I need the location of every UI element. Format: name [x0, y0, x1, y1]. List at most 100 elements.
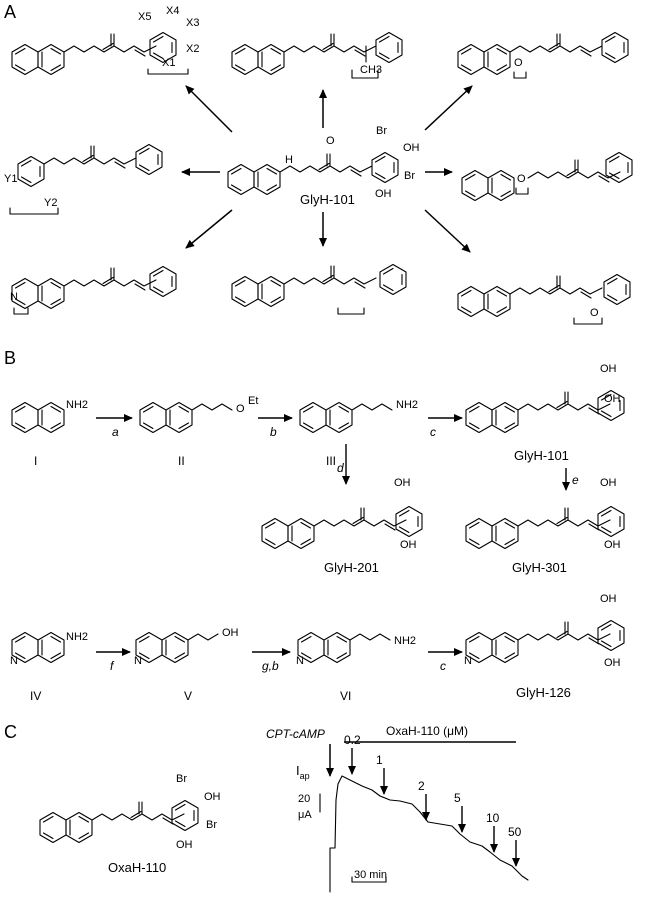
- svg-text:OH: OH: [400, 539, 417, 551]
- svg-text:II: II: [178, 454, 185, 468]
- stimulus-label: CPT-cAMP: [266, 727, 325, 741]
- svg-text:NH2: NH2: [394, 635, 416, 647]
- trace-line: [329, 775, 529, 893]
- svg-text:Y2: Y2: [44, 197, 57, 209]
- svg-text:Br: Br: [376, 125, 387, 137]
- concentration-label: 1: [376, 753, 383, 767]
- svg-text:OH: OH: [604, 539, 621, 551]
- svg-text:VI: VI: [340, 689, 351, 703]
- analog-hydrazine: [231, 263, 407, 315]
- oxah-110-label: OxaH-110: [108, 860, 166, 875]
- reagent-c: c: [430, 425, 436, 439]
- analog-arrows: [181, 85, 473, 253]
- svg-text:Br: Br: [176, 773, 187, 785]
- analog-hydrazide: O: [457, 273, 631, 325]
- compound-glyh-301: OH OH GlyH-301: [465, 477, 625, 575]
- analog-ether: O: [461, 151, 633, 202]
- svg-text:OH: OH: [604, 657, 621, 669]
- svg-text:X3: X3: [186, 17, 199, 29]
- svg-text:GlyH-126: GlyH-126: [516, 685, 571, 700]
- compound-glyh-101: OH OH GlyH-101: [465, 363, 625, 463]
- svg-text:OH: OH: [604, 393, 621, 405]
- compound-iii: NH2 III: [299, 399, 418, 468]
- compound-iv: N NH2 IV: [10, 631, 88, 703]
- reagent-c-2: c: [440, 659, 446, 673]
- svg-text:O: O: [236, 403, 245, 415]
- svg-text:OH: OH: [222, 627, 239, 639]
- scale-current-value: 20: [298, 793, 310, 805]
- svg-text:OH: OH: [403, 142, 420, 154]
- drug-bar-label: OxaH-110 (μM): [386, 724, 468, 738]
- svg-text:V: V: [184, 689, 192, 703]
- svg-text:III: III: [326, 454, 336, 468]
- svg-text:GlyH-201: GlyH-201: [324, 560, 379, 575]
- svg-text:X5: X5: [138, 11, 151, 23]
- svg-text:OH: OH: [600, 593, 617, 605]
- reagent-e: e: [572, 473, 579, 487]
- analog-oxamide: O: [457, 31, 629, 79]
- svg-text:OH: OH: [600, 477, 617, 489]
- svg-text:N: N: [464, 655, 472, 667]
- concentration-label: 0.2: [344, 733, 361, 747]
- scale-time: 30 min: [354, 869, 387, 881]
- analog-x-substituted: X5 X4 X3 X2 X1: [11, 5, 199, 76]
- svg-text:NH2: NH2: [66, 631, 88, 643]
- compound-v: N OH V: [134, 627, 239, 703]
- scale-current-unit: μA: [298, 809, 312, 821]
- compound-i: NH2 I: [11, 399, 88, 468]
- svg-text:Et: Et: [248, 395, 258, 407]
- concentration-label: 50: [508, 825, 522, 839]
- svg-text:OH: OH: [375, 188, 392, 200]
- concentration-label: 5: [454, 791, 461, 805]
- compound-ii: O Et II: [139, 395, 258, 468]
- svg-text:GlyH-301: GlyH-301: [512, 560, 567, 575]
- svg-text:O: O: [590, 307, 599, 319]
- analog-methyl: CH3: [231, 31, 403, 79]
- analog-quinoline: N: [10, 265, 177, 315]
- svg-text:CH3: CH3: [360, 64, 382, 76]
- reagent-d: d: [337, 461, 344, 475]
- svg-text:GlyH-101: GlyH-101: [514, 448, 569, 463]
- svg-text:N: N: [296, 655, 304, 667]
- compound-vi: N NH2 VI: [296, 631, 416, 703]
- svg-text:N: N: [10, 655, 18, 667]
- svg-text:I: I: [34, 454, 37, 468]
- compound-oxah-110: Br OH Br OH: [39, 773, 221, 851]
- svg-text:N: N: [134, 655, 142, 667]
- svg-text:Y1: Y1: [4, 173, 17, 185]
- svg-text:Br: Br: [206, 819, 217, 831]
- svg-text:OH: OH: [600, 363, 617, 375]
- svg-text:OH: OH: [176, 839, 193, 851]
- svg-text:N: N: [10, 291, 18, 303]
- compound-glyh-126: N OH OH GlyH-126: [464, 593, 625, 700]
- reagent-a: a: [112, 425, 119, 439]
- svg-text:X1: X1: [162, 57, 175, 69]
- glyh-101-center-structure: H O Br OH Br OH: [227, 125, 420, 200]
- svg-text:NH2: NH2: [66, 399, 88, 411]
- svg-text:IV: IV: [30, 689, 41, 703]
- concentration-label: 2: [418, 779, 425, 793]
- svg-text:Br: Br: [404, 170, 415, 182]
- concentration-label: 10: [486, 811, 500, 825]
- svg-text:X4: X4: [166, 5, 179, 17]
- current-label: Iap: [296, 763, 310, 781]
- compound-glyh-201: OH OH GlyH-201: [261, 477, 423, 575]
- svg-text:NH2: NH2: [396, 399, 418, 411]
- svg-text:OH: OH: [204, 791, 221, 803]
- svg-text:H: H: [285, 154, 293, 166]
- panel-a-letter: A: [4, 2, 16, 22]
- svg-text:O: O: [517, 173, 526, 185]
- analog-y-substituted: Y1 Y2: [4, 143, 163, 215]
- glyh-101-label: GlyH-101: [300, 192, 355, 207]
- reagent-f: f: [110, 659, 115, 673]
- panel-b-letter: B: [4, 348, 16, 368]
- panel-c-letter: C: [4, 722, 17, 742]
- svg-text:O: O: [326, 135, 335, 147]
- svg-text:X2: X2: [186, 43, 199, 55]
- svg-text:OH: OH: [394, 477, 411, 489]
- svg-text:O: O: [514, 57, 523, 69]
- reagent-b: b: [270, 425, 277, 439]
- current-trace-plot: CPT-cAMP OxaH-110 (μM) 0.2 1 2 5 10 50 Iap 20…: [266, 724, 529, 893]
- reagent-g-b: g,b: [262, 659, 279, 673]
